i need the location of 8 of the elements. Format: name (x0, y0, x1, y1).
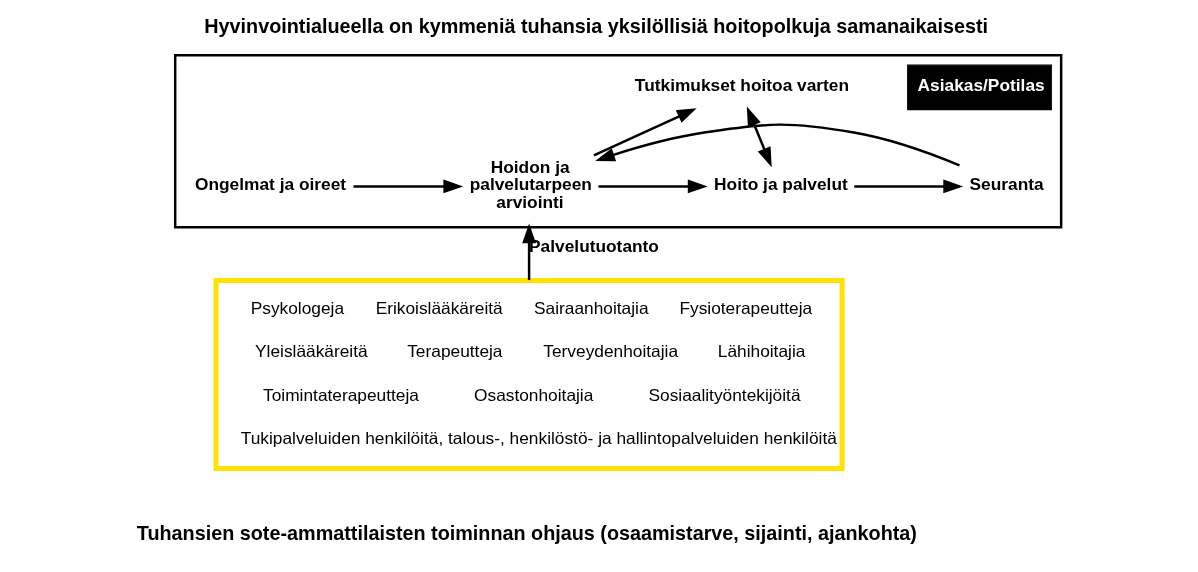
node-text: Tutkimukset hoitoa varten (634, 74, 850, 95)
diagram-title: Hyvinvointialueella on kymmeniä tuhansia yksilöllisiä hoitopolkuja samanaikaisesti (204, 14, 989, 37)
node-text: Hoidon ja palvelutarpeen arviointi (469, 157, 592, 212)
node-text: Hoito ja palvelut (714, 173, 848, 194)
caption: Tuhansien sote-ammattilaisten toiminnan ohjaus (osaamistarve, sijainti, ajankohta) (136, 522, 917, 545)
node-text: Seuranta (969, 173, 1044, 194)
edge-label: Palvelutuotanto (529, 236, 659, 257)
node-text: Ongelmat ja oireet (195, 173, 347, 194)
